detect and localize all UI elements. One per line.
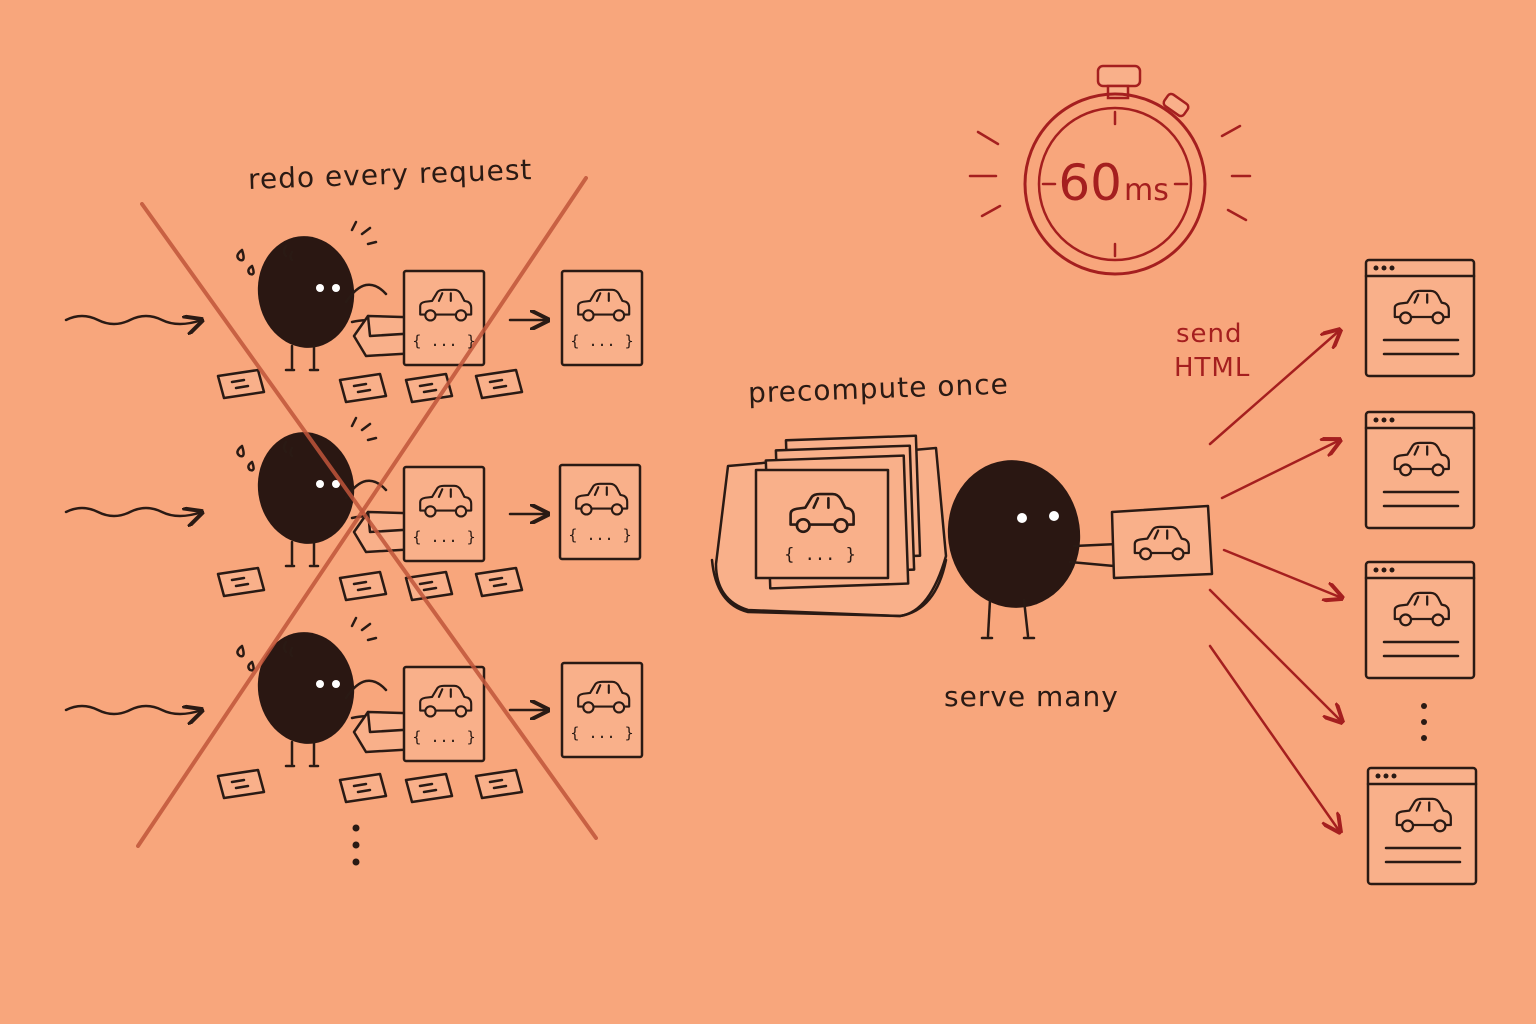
card-code-text: { ... } (784, 545, 856, 565)
incoming-request-arrow-2 (64, 508, 202, 516)
result-card-2 (560, 465, 640, 559)
served-card (1110, 504, 1214, 580)
card-code-text: { ... } (412, 528, 475, 546)
card-code-text: { ... } (570, 332, 633, 350)
timer-value: 60 (1058, 154, 1122, 212)
incoming-request-arrow-1 (64, 316, 202, 324)
incoming-request-arrow-3 (64, 706, 202, 714)
browser-window-icon-4 (1368, 768, 1476, 884)
timer-unit: ms (1124, 173, 1169, 208)
browser-window-icon-2 (1366, 412, 1474, 528)
precomputed-tray (710, 434, 948, 618)
result-card-1 (562, 271, 642, 365)
fanout-arrows (1208, 330, 1342, 832)
generated-card-2 (404, 467, 484, 561)
card-code-text: { ... } (568, 526, 631, 544)
redo-row-2 (64, 416, 640, 602)
stopwatch-icon (968, 64, 1252, 276)
serve-label: serve many (944, 680, 1119, 713)
browser-window-icon-1 (1366, 260, 1474, 376)
generated-card-3 (404, 667, 484, 761)
server-blob (947, 460, 1120, 640)
redo-row-1 (64, 220, 642, 404)
cross-out-icon (136, 176, 598, 848)
card-code-text: { ... } (412, 332, 475, 350)
html-label: HTML (1174, 353, 1251, 383)
left-ellipsis-icon (352, 824, 360, 866)
send-label: send (1176, 319, 1243, 349)
browser-window-icon-3 (1366, 562, 1474, 678)
result-card-3 (562, 663, 642, 757)
right-ellipsis-icon (1421, 703, 1427, 741)
card-code-text: { ... } (570, 724, 633, 742)
redo-row-3 (64, 616, 642, 804)
card-code-text: { ... } (412, 728, 475, 746)
